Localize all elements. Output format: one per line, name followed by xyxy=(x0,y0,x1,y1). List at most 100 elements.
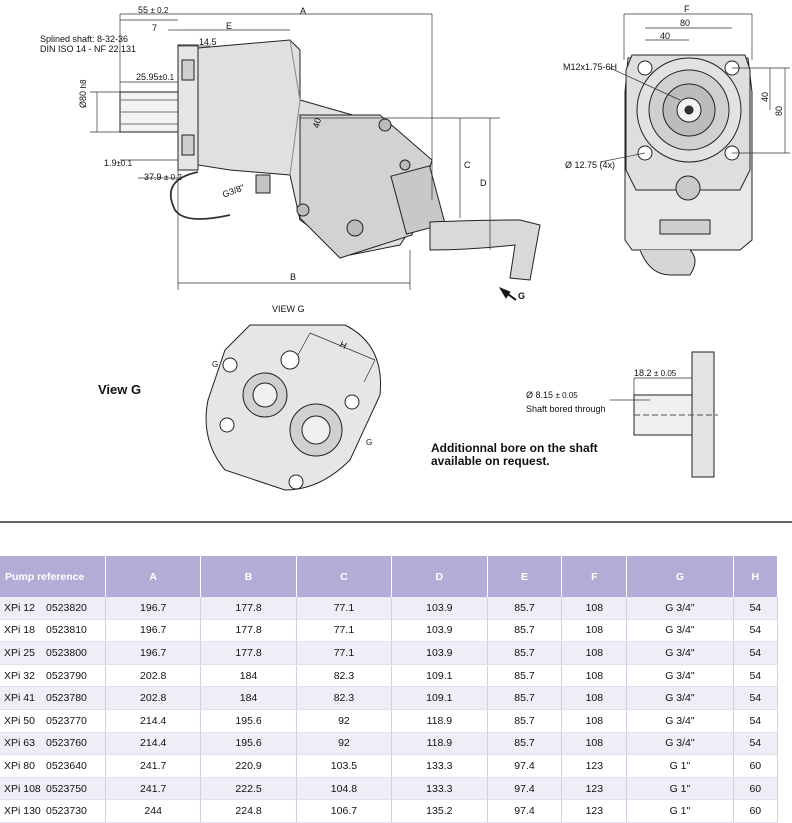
cell-e: 85.7 xyxy=(487,597,563,620)
section-separator xyxy=(0,521,792,523)
col-header-e: E xyxy=(487,556,563,597)
cell-h: 54 xyxy=(733,597,779,620)
cell-c: 92 xyxy=(296,709,393,733)
dim-80-dia: Ø80 h8 xyxy=(78,79,88,108)
cell-e: 97.4 xyxy=(487,799,563,823)
cell-h: 54 xyxy=(733,664,779,688)
cell-e: 85.7 xyxy=(487,709,563,733)
cell-c: 82.3 xyxy=(296,686,393,710)
cell-a: 196.7 xyxy=(105,597,202,620)
pump-name: XPi 80 xyxy=(4,759,35,772)
thread-label: M12x1.75-6H xyxy=(563,62,618,72)
view-g-port-2: G xyxy=(366,438,373,447)
dim-18-2: 18.2 ± 0.05 xyxy=(634,368,677,378)
dim-14-5: 14.5 xyxy=(199,37,217,47)
pump-code: 0523750 xyxy=(46,782,87,795)
cell-d: 103.9 xyxy=(391,597,488,620)
pump-code: 0523800 xyxy=(46,646,87,659)
cell-f: 123 xyxy=(561,799,628,823)
cell-f: 123 xyxy=(561,754,628,778)
view-g-label: View G xyxy=(98,382,142,397)
cell-g: G 3/4" xyxy=(626,686,734,710)
pump-code: 0523760 xyxy=(46,737,87,750)
cell-c: 104.8 xyxy=(296,777,393,801)
shaft-note-1: Splined shaft: 8-32-36 xyxy=(40,34,129,44)
cell-g: G 1" xyxy=(626,799,734,823)
cell-c: 77.1 xyxy=(296,619,393,643)
cell-a: 241.7 xyxy=(105,754,202,778)
cell-h: 54 xyxy=(733,709,779,733)
cell-c: 106.7 xyxy=(296,799,393,823)
bore-text-2: available on request. xyxy=(431,454,550,468)
dim-80-h: 80 xyxy=(680,18,691,28)
dim-80-v: 80 xyxy=(774,105,785,117)
cell-e: 85.7 xyxy=(487,664,563,688)
bore-note: Shaft bored through xyxy=(526,404,606,414)
dim-f: F xyxy=(684,4,690,14)
dim-40-h: 40 xyxy=(660,31,671,41)
cell-d: 135.2 xyxy=(391,799,488,823)
dim-e: E xyxy=(226,21,233,31)
cell-b: 177.8 xyxy=(200,597,297,620)
pump-code: 0523780 xyxy=(46,692,87,705)
drawing-svg xyxy=(90,13,790,491)
cell-e: 85.7 xyxy=(487,732,563,756)
cell-c: 77.1 xyxy=(296,597,393,620)
cell-b: 195.6 xyxy=(200,732,297,756)
cell-g: G 1" xyxy=(626,777,734,801)
cell-g: G 1" xyxy=(626,754,734,778)
cell-pump-reference: XPi 80 0523640 xyxy=(0,754,106,778)
dim-a: A xyxy=(300,6,307,16)
cell-h: 60 xyxy=(733,799,779,823)
cell-g: G 3/4" xyxy=(626,597,734,620)
pump-code: 0523770 xyxy=(46,714,87,727)
pump-name: XPi 25 xyxy=(4,646,35,659)
cell-h: 60 xyxy=(733,754,779,778)
cell-b: 177.8 xyxy=(200,619,297,643)
cell-c: 77.1 xyxy=(296,641,393,665)
cell-d: 133.3 xyxy=(391,754,488,778)
pump-code: 0523640 xyxy=(46,759,87,772)
view-g-drawing xyxy=(205,324,382,491)
cell-d: 103.9 xyxy=(391,619,488,643)
cell-f: 108 xyxy=(561,709,628,733)
table-header-row: Pump reference A B C D E F G H xyxy=(0,556,779,597)
pump-code: 0523820 xyxy=(46,601,87,614)
col-header-g: G xyxy=(626,556,734,597)
cell-a: 202.8 xyxy=(105,686,202,710)
cell-h: 54 xyxy=(733,686,779,710)
dim-7: 7 xyxy=(152,23,158,33)
cell-a: 241.7 xyxy=(105,777,202,801)
cell-a: 196.7 xyxy=(105,619,202,643)
cell-f: 108 xyxy=(561,686,628,710)
cell-h: 54 xyxy=(733,619,779,643)
cell-a: 214.4 xyxy=(105,709,202,733)
cell-g: G 3/4" xyxy=(626,619,734,643)
dim-b: B xyxy=(290,272,297,282)
cell-d: 118.9 xyxy=(391,732,488,756)
view-g-title: VIEW G xyxy=(272,304,305,314)
cell-g: G 3/4" xyxy=(626,732,734,756)
col-header-f: F xyxy=(561,556,628,597)
cell-e: 85.7 xyxy=(487,619,563,643)
cell-b: 222.5 xyxy=(200,777,297,801)
cell-c: 82.3 xyxy=(296,664,393,688)
dim-55: 55 ± 0.2 xyxy=(138,5,169,15)
view-g-port-1: G xyxy=(212,360,219,369)
cell-d: 103.9 xyxy=(391,641,488,665)
cell-e: 97.4 xyxy=(487,754,563,778)
cell-d: 109.1 xyxy=(391,664,488,688)
